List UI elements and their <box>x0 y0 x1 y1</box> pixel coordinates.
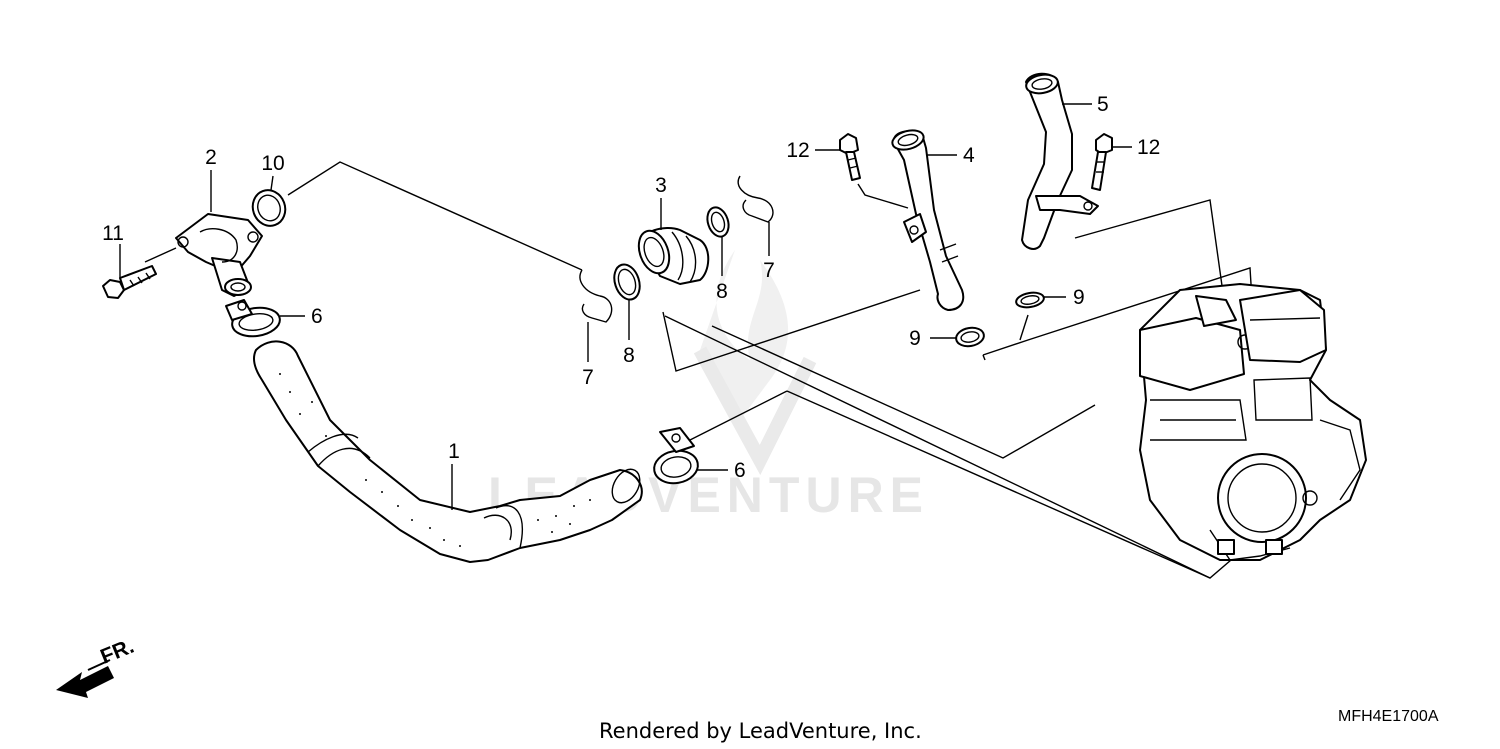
hose-clamp-part-6-lower <box>653 427 728 485</box>
callout-6-lower: 6 <box>734 459 746 482</box>
footer-credit: Rendered by LeadVenture, Inc. <box>599 719 922 743</box>
callout-9-right: 9 <box>1073 286 1085 309</box>
callout-5: 5 <box>1097 93 1109 116</box>
callout-9-left: 9 <box>909 327 921 350</box>
front-direction-indicator: FR. <box>56 635 137 698</box>
water-pipe-part-4 <box>891 129 965 311</box>
bolt-part-11 <box>102 244 157 299</box>
callout-10: 10 <box>261 152 284 175</box>
water-joint-part-2 <box>144 170 263 297</box>
hose-clamp-part-6-upper <box>225 299 305 338</box>
callout-7-right: 7 <box>763 259 775 282</box>
diagram-code: MFH4E1700A <box>1338 708 1439 725</box>
bolt-part-12-right <box>1091 133 1132 191</box>
engine-illustration <box>1139 283 1367 561</box>
clip-part-7-right <box>737 175 774 256</box>
callout-8-right: 8 <box>716 280 728 303</box>
o-ring-part-10 <box>251 175 287 227</box>
collar-part-3 <box>637 198 710 285</box>
o-ring-part-9-right <box>1015 291 1066 309</box>
water-hose-part-1 <box>253 340 643 563</box>
callout-11: 11 <box>102 222 124 245</box>
callout-12-right: 12 <box>1137 136 1160 159</box>
o-ring-part-8-right <box>706 206 730 276</box>
water-pipe-part-5 <box>1021 72 1099 250</box>
callout-2: 2 <box>205 146 217 169</box>
o-ring-part-8-left <box>613 263 641 340</box>
watermark: LEADVENTURE <box>488 250 923 523</box>
callout-1: 1 <box>448 440 460 463</box>
bolt-part-12-left <box>815 133 909 209</box>
callout-8-left: 8 <box>623 344 635 367</box>
clip-part-7-left <box>579 269 613 362</box>
callout-7-left: 7 <box>582 366 594 389</box>
direction-label: FR. <box>97 635 137 669</box>
callout-4: 4 <box>963 144 975 167</box>
o-ring-part-9-left <box>930 326 985 348</box>
callout-6-upper: 6 <box>311 305 323 328</box>
callout-12-left: 12 <box>786 139 809 162</box>
callout-3: 3 <box>655 174 667 197</box>
